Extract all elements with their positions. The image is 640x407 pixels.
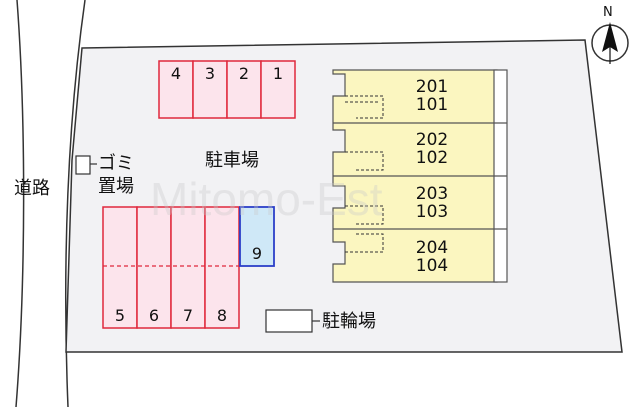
- watermark: Mitomo-Est: [150, 173, 383, 225]
- unit-lower: 102: [415, 148, 449, 168]
- unit-upper: 204: [415, 238, 449, 258]
- apartment-building: [332, 69, 508, 283]
- parking-number: 4: [170, 64, 182, 83]
- unit-lower: 101: [415, 95, 449, 115]
- unit-lower: 103: [415, 202, 449, 222]
- parking-number: 7: [182, 306, 194, 325]
- garbage-label-line1: ゴミ: [98, 153, 134, 174]
- parking-bottom-block: [102, 206, 240, 329]
- parking-number: 8: [216, 306, 228, 325]
- bike-parking-marker: [265, 309, 313, 333]
- road-edge-left: [15, 0, 25, 407]
- parking-number: 1: [272, 64, 284, 83]
- unit-upper: 201: [415, 77, 449, 97]
- garbage-label-line2: 置場: [98, 176, 134, 197]
- north-label: N: [603, 5, 613, 20]
- parking-space-9: [239, 206, 275, 267]
- parking-number-highlight: 9: [251, 244, 263, 263]
- parking-top-block: [158, 60, 296, 119]
- parking-number: 2: [238, 64, 250, 83]
- road-label: 道路: [14, 178, 50, 199]
- unit-upper: 203: [415, 184, 449, 204]
- unit-upper: 202: [415, 130, 449, 150]
- north-arrow-icon: [591, 22, 629, 64]
- parking-number: 3: [204, 64, 216, 83]
- garbage-area-marker: [75, 155, 91, 175]
- parking-label: 駐車場: [205, 150, 259, 171]
- parking-number: 5: [114, 306, 126, 325]
- parking-number: 6: [148, 306, 160, 325]
- bike-parking-label: 駐輪場: [322, 311, 376, 332]
- unit-lower: 104: [415, 256, 449, 276]
